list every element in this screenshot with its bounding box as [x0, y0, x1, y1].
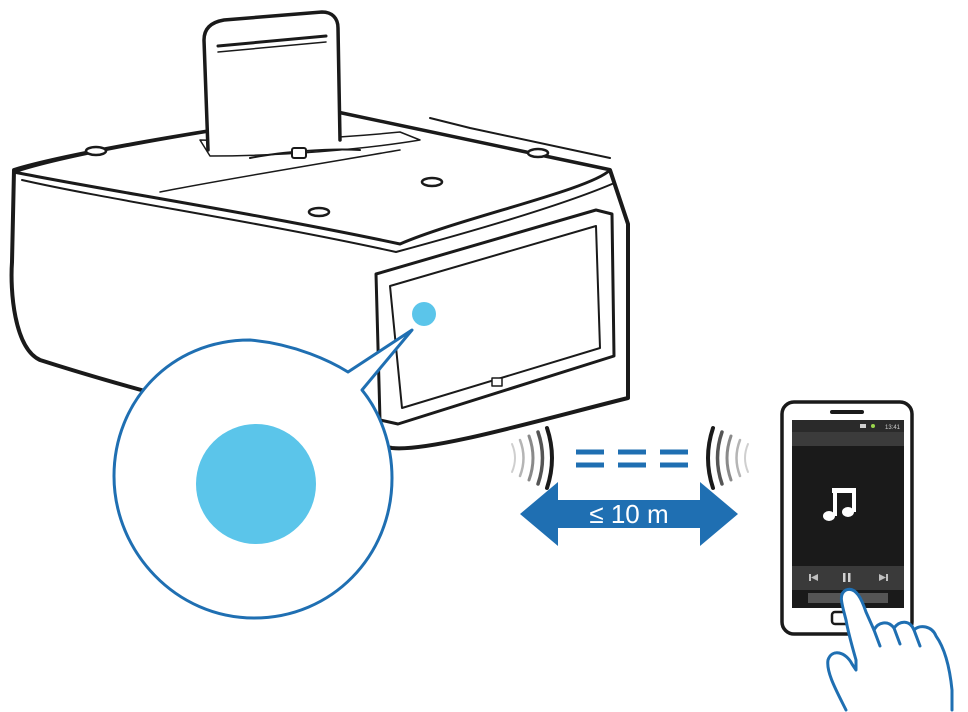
- panel-indicator: [491, 377, 503, 387]
- top-hole: [420, 176, 444, 188]
- phone-speaker-grill: [830, 410, 864, 414]
- signal-icon: [860, 424, 866, 428]
- hand-tapping: [826, 587, 954, 712]
- signal-dashes: [576, 449, 688, 468]
- speaker-dock: [9, 10, 630, 451]
- top-hole: [526, 147, 550, 159]
- next-track-icon[interactable]: [879, 574, 888, 581]
- prev-track-icon[interactable]: [809, 574, 818, 581]
- distance-label: ≤ 10 m: [589, 499, 668, 529]
- music-note-icon: [823, 488, 856, 521]
- status-time: 13:41: [885, 425, 901, 431]
- battery-icon: [871, 424, 875, 428]
- top-hole: [307, 206, 331, 218]
- speaker-top: [12, 110, 612, 246]
- signal-waves-left: [511, 426, 554, 490]
- distance-arrow: ≤ 10 m: [520, 482, 738, 546]
- top-hole: [84, 145, 108, 157]
- signal-waves-right: [706, 426, 749, 490]
- phone-status-bar: [792, 420, 904, 432]
- dock-connector: [291, 147, 307, 159]
- nfc-spot: [412, 302, 436, 326]
- nfc-spot-enlarged: [196, 424, 316, 544]
- dock-backrest: [202, 10, 342, 152]
- pause-icon[interactable]: [843, 573, 851, 582]
- smartphone: 13:41: [780, 400, 914, 636]
- nfc-zoom-callout: [112, 328, 414, 620]
